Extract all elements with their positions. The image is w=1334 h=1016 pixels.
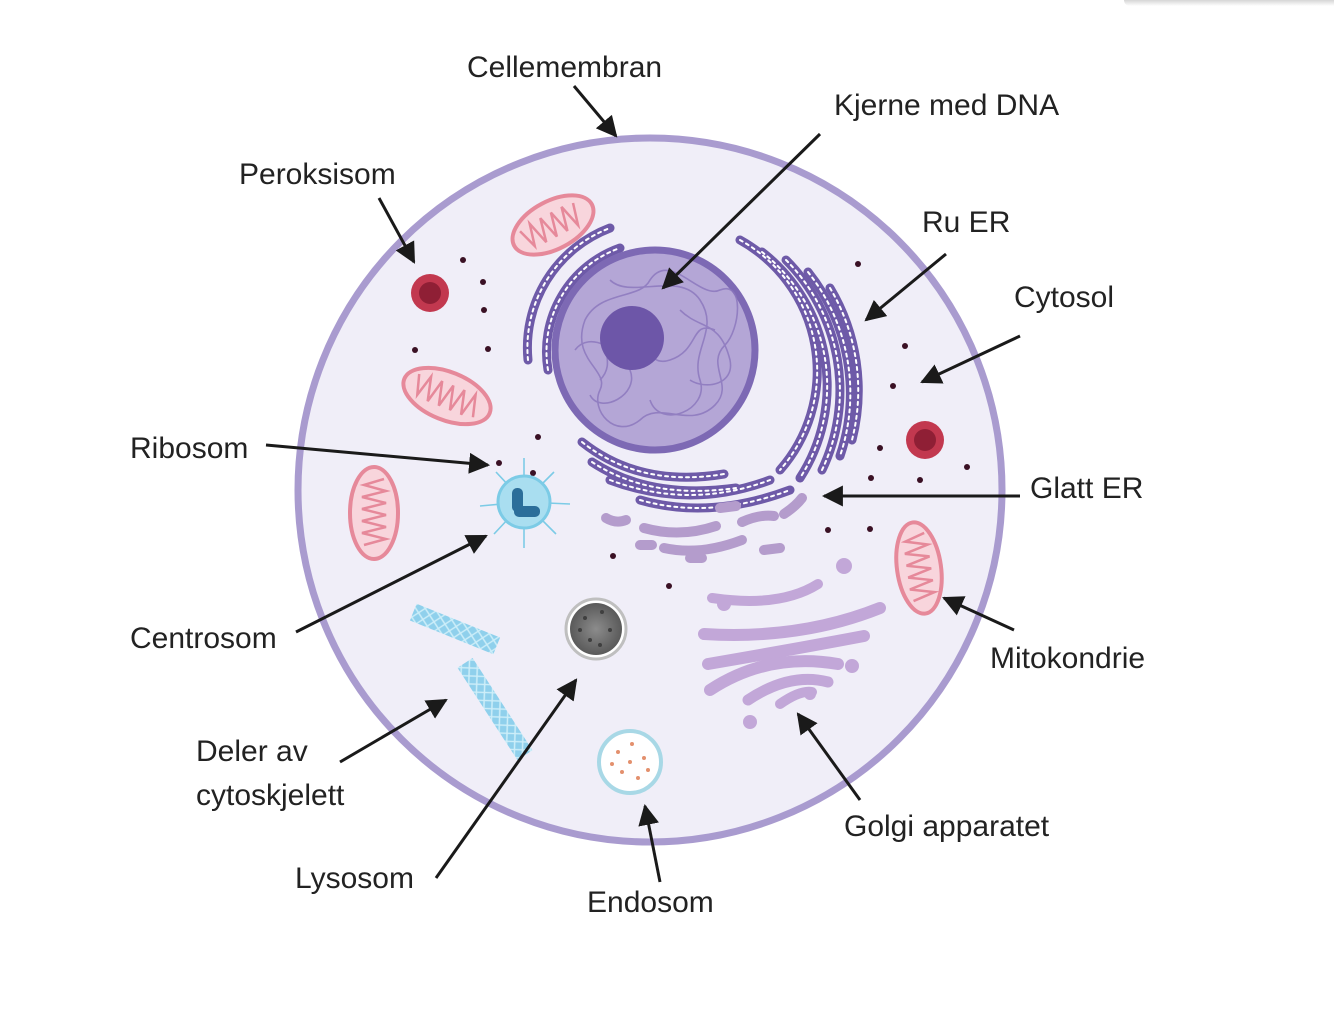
label-cytosol: Cytosol [1014, 281, 1115, 314]
mitochondrion [401, 365, 493, 427]
arrow-cellemembran [572, 85, 618, 138]
label-ribosom: Ribosom [130, 432, 249, 465]
peroxisome [411, 274, 449, 312]
endosome [597, 729, 663, 795]
label-peroksisom: Peroksisom [239, 158, 396, 191]
golgi-apparatus [698, 579, 886, 709]
rough-er [522, 223, 863, 513]
nucleolus [600, 306, 664, 370]
peroxisomes [411, 274, 944, 459]
arrow-mitokondrie [942, 596, 1015, 632]
arrow-cytosol [920, 334, 1021, 384]
arrow-ru-er [864, 252, 947, 322]
label-cytoskjelett-line2: cytoskjelett [196, 779, 345, 812]
label-glatt-er: Glatt ER [1030, 472, 1144, 505]
mitochondrion [894, 520, 944, 616]
mitochondrion [348, 465, 400, 561]
lysosome [564, 597, 628, 661]
label-endosom: Endosom [587, 886, 714, 919]
peroxisome [906, 421, 944, 459]
label-golgi-apparatet: Golgi apparatet [844, 810, 1050, 843]
cytoskeleton [409, 603, 533, 761]
label-cellemembran: Cellemembran [467, 51, 663, 84]
arrow-peroksisom [377, 197, 416, 264]
smooth-er [601, 493, 807, 563]
arrow-kjerne [661, 132, 822, 290]
arrow-cytoskjelett [339, 698, 448, 764]
arrow-lysosom [434, 678, 578, 879]
arrow-centrosom [295, 534, 488, 634]
ribosomes [412, 257, 970, 589]
golgi-vesicles [717, 558, 859, 729]
label-kjerne-med-dna: Kjerne med DNA [834, 89, 1060, 122]
mitochondrion [510, 193, 596, 257]
arrow-golgi [796, 712, 862, 801]
label-ru-er: Ru ER [922, 206, 1011, 239]
label-cytoskjelett-line1: Deler av [196, 735, 308, 768]
mitochondria [348, 193, 944, 616]
label-mitokondrie: Mitokondrie [990, 642, 1146, 675]
leader-arrows [265, 85, 1021, 883]
label-lysosom: Lysosom [295, 862, 414, 895]
top-edge-shadow [1124, 0, 1334, 6]
nucleus [551, 246, 759, 454]
centrosome [479, 458, 571, 548]
label-centrosom: Centrosom [130, 622, 277, 655]
arrow-ribosom [265, 443, 491, 474]
arrow-endosom [638, 803, 662, 883]
